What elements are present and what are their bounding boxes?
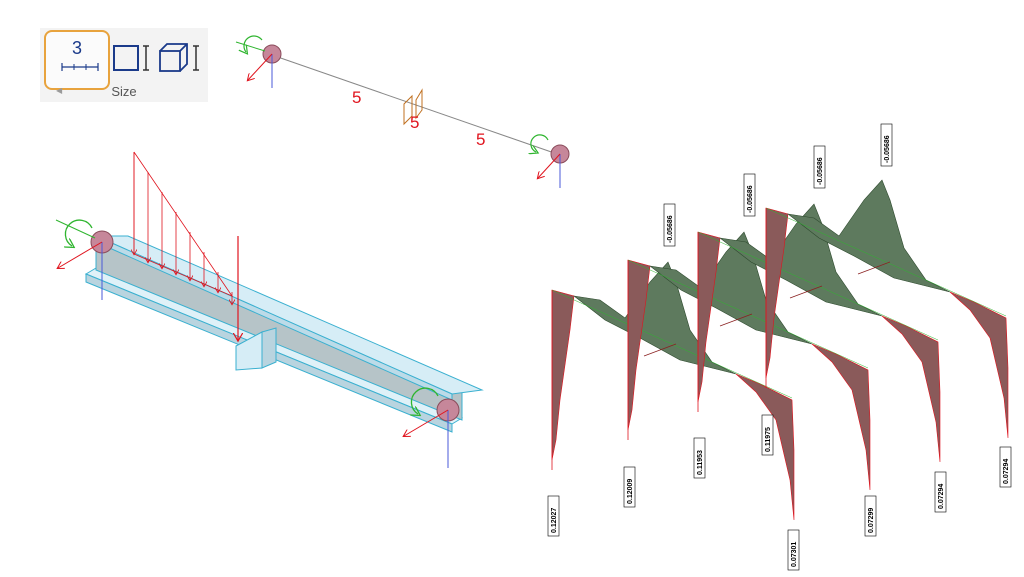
rotation-icon	[411, 387, 439, 414]
diagram-right-tail-2	[811, 343, 871, 491]
svg-text:0.12027: 0.12027	[551, 508, 558, 533]
diagram-left-tail-4	[765, 207, 789, 379]
dimension-value: 3	[71, 38, 82, 58]
svg-text:0.12009: 0.12009	[627, 479, 634, 504]
svg-text:0.07294: 0.07294	[938, 484, 945, 509]
rotation-icon	[65, 219, 93, 246]
left-label-3: 0.11953	[693, 437, 706, 479]
left-value-labels: 0.12027 0.12009 0.11953 0.11975	[547, 414, 774, 537]
dimension-line-icon	[61, 63, 99, 71]
svg-text:0.07299: 0.07299	[868, 508, 875, 533]
group-label: Size	[111, 84, 137, 99]
diagram-right-tail-1	[735, 373, 795, 521]
svg-text:0.11953: 0.11953	[697, 450, 704, 475]
distributed-load	[134, 151, 232, 304]
svg-text:-0.05686: -0.05686	[747, 185, 754, 213]
span-label-right: 5	[476, 130, 485, 149]
top-label-3: -0.05686	[813, 145, 826, 189]
diagram-tick-1	[643, 343, 677, 357]
square-size-icon	[113, 45, 149, 71]
diagram-axis-4	[765, 207, 1007, 317]
support-node-right	[531, 134, 570, 188]
top-label-1: -0.05686	[663, 203, 676, 247]
cube-size-icon	[159, 43, 199, 72]
midpoint-marker	[403, 88, 423, 126]
svg-text:0.11975: 0.11975	[765, 427, 772, 452]
size-ribbon-group: 3 ◀ Size	[40, 28, 208, 102]
rotation-icon	[531, 134, 549, 152]
diagram-tick-2	[719, 313, 753, 327]
diagram-tick-4	[857, 261, 891, 275]
left-label-2: 0.12009	[623, 466, 636, 508]
svg-text:0.07301: 0.07301	[791, 542, 798, 567]
top-label-2: -0.05686	[743, 173, 756, 217]
3d-size-button[interactable]	[158, 30, 202, 90]
group-expand-icon[interactable]: ◀	[56, 86, 63, 95]
right-label-1: 0.07301	[787, 529, 800, 571]
left-label-1: 0.12027	[547, 495, 560, 537]
diagram-axis-2	[627, 259, 869, 369]
beam-top-flange	[95, 235, 484, 395]
right-label-3: 0.07294	[934, 471, 947, 513]
result-diagrams	[551, 179, 1009, 521]
diagram-axis-1	[551, 289, 793, 399]
beam-web	[95, 239, 463, 421]
line-model: 5 5 5	[235, 35, 570, 188]
right-label-4: 0.07294	[999, 446, 1012, 488]
right-value-labels: 0.07301 0.07299 0.07294 0.07294	[787, 446, 1012, 571]
svg-text:-0.05686: -0.05686	[817, 157, 824, 185]
diagram-axis-3	[697, 231, 939, 341]
beam-model	[55, 151, 484, 468]
support-node-left	[235, 35, 282, 88]
diagram-tick-3	[789, 285, 823, 299]
top-label-4: -0.05686	[880, 123, 893, 167]
top-value-labels: -0.05686 -0.05686 -0.05686 -0.05686	[663, 123, 893, 247]
svg-text:-0.05686: -0.05686	[884, 135, 891, 163]
svg-text:-0.05686: -0.05686	[667, 215, 674, 243]
2d-size-button[interactable]	[112, 30, 152, 90]
left-label-4: 0.11975	[761, 414, 774, 456]
svg-text:0.07294: 0.07294	[1003, 459, 1010, 484]
diagram-right-tail-4	[949, 291, 1009, 439]
span-label-left: 5	[352, 88, 361, 107]
diagram-left-tail-1	[551, 289, 575, 461]
middle-label: 5	[410, 113, 419, 132]
dimension-size-button[interactable]: 3	[44, 30, 110, 90]
diagram-left-tail-2	[627, 259, 651, 431]
diagram-right-tail-3	[881, 315, 941, 463]
rotation-icon	[244, 35, 263, 52]
diagram-left-tail-3	[697, 231, 721, 403]
diagram-peak-4	[786, 179, 951, 293]
right-label-2: 0.07299	[864, 495, 877, 537]
